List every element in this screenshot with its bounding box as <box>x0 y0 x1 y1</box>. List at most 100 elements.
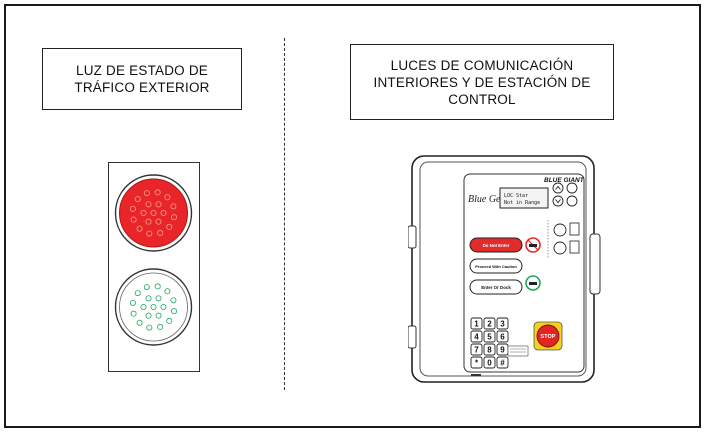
led-dot <box>155 201 162 208</box>
led-dot <box>145 218 152 225</box>
led-dot <box>154 189 161 196</box>
forklift-glyph-green <box>529 282 537 285</box>
exterior-label-line-1: LUZ DE ESTADO DE <box>76 63 208 78</box>
diagram-frame <box>4 4 701 428</box>
led-dot <box>136 225 143 232</box>
brand-logo: BLUE GIANT <box>544 177 585 184</box>
keypad-key[interactable] <box>496 330 509 343</box>
led-dot <box>170 297 177 304</box>
led-dot <box>166 317 173 324</box>
latch <box>589 233 601 295</box>
led-dot <box>166 223 173 230</box>
open-door-button[interactable] <box>553 223 567 237</box>
up-arrow-button[interactable] <box>552 182 564 194</box>
led-dot <box>145 295 152 302</box>
down-arrow-icon <box>555 199 561 204</box>
keypad-key-label: 7 <box>474 346 479 355</box>
led-dot <box>143 284 150 291</box>
exterior-label-line-2: TRÁFICO EXTERIOR <box>74 80 210 95</box>
led-dot <box>145 312 152 319</box>
keypad-key-label: 2 <box>487 320 492 329</box>
keypad-key-label: 8 <box>487 346 492 355</box>
lcd-line-1: LOC Star <box>504 193 528 199</box>
led-dot <box>164 288 171 295</box>
led-dot <box>157 323 164 330</box>
led-dot <box>134 196 141 203</box>
menu-button[interactable] <box>566 182 578 194</box>
dashed-divider <box>284 38 285 390</box>
led-dot <box>134 290 141 297</box>
keypad-key[interactable] <box>470 356 483 369</box>
led-dot <box>140 303 147 310</box>
led-dot <box>160 303 167 310</box>
led-dot <box>171 308 178 315</box>
keypad-key-label: 5 <box>487 333 492 342</box>
led-dot <box>143 190 150 197</box>
keypad-key[interactable] <box>496 317 509 330</box>
stop-label: STOP <box>541 334 556 340</box>
led-dot <box>155 312 162 319</box>
keypad-key-label: 3 <box>500 320 505 329</box>
door-open-icon <box>569 222 580 236</box>
led-dot <box>136 319 143 326</box>
led-dot <box>160 210 167 217</box>
led-dot <box>170 203 177 210</box>
led-dot <box>150 210 157 217</box>
led-dot <box>154 283 161 290</box>
control-station-drawing: Blue Genius BLUE GIANT LOC Star Not in R… <box>408 155 601 383</box>
lcd-display <box>499 187 549 209</box>
led-dot <box>157 229 164 236</box>
hinge-top <box>408 225 417 249</box>
do-not-enter-label: Do Not Enter <box>483 243 510 248</box>
keypad-key[interactable] <box>483 317 496 330</box>
red-lamp <box>119 178 188 248</box>
keypad-key-label: * <box>475 359 479 368</box>
keypad-key[interactable] <box>470 330 483 343</box>
led-dot <box>130 310 137 317</box>
close-door-button[interactable] <box>553 241 567 255</box>
proceed-with-caution-label: Proceed With Caution <box>475 264 517 269</box>
interior-label-line-1: LUCES DE COMUNICACIÓN <box>390 57 574 73</box>
traffic-light <box>108 162 200 372</box>
red-led-group <box>129 189 178 237</box>
keypad-key-label: # <box>500 359 505 368</box>
keypad-key-label: 9 <box>500 346 505 355</box>
up-arrow-icon <box>555 185 561 190</box>
door-close-icon <box>569 240 580 254</box>
interior-lights-label: LUCES DE COMUNICACIÓN INTERIORES Y DE ES… <box>350 44 614 120</box>
proceed-with-caution-button[interactable] <box>469 258 523 274</box>
model-label <box>471 374 481 376</box>
led-dot <box>155 218 162 225</box>
interior-label-line-2: INTERIORES Y DE ESTACIÓN DE <box>373 74 591 90</box>
enter-or-dock-label: Enter Or Dock <box>481 285 511 290</box>
enter-button[interactable] <box>566 195 578 207</box>
led-dot <box>140 210 147 217</box>
led-dot <box>129 205 136 212</box>
led-dot <box>164 194 171 201</box>
led-dot <box>146 324 153 331</box>
keypad-key-label: 1 <box>474 320 479 329</box>
keypad-key[interactable] <box>483 356 496 369</box>
keypad-key[interactable] <box>496 356 509 369</box>
keypad-key[interactable] <box>483 343 496 356</box>
warning-label <box>507 345 529 357</box>
logo-script: Blue Genius <box>468 194 517 205</box>
do-not-enter-button[interactable] <box>469 237 523 253</box>
led-dot <box>129 299 136 306</box>
keypad-key[interactable] <box>470 317 483 330</box>
control-station: Blue Genius BLUE GIANT LOC Star Not in R… <box>408 150 608 390</box>
traffic-light-drawing <box>114 174 193 346</box>
led-dot <box>145 201 152 208</box>
keypad-key-label: 6 <box>500 333 505 342</box>
enter-or-dock-button[interactable] <box>469 279 523 295</box>
keypad-key[interactable] <box>470 343 483 356</box>
keypad-key-label: 0 <box>487 359 492 368</box>
stop-button[interactable] <box>536 324 560 348</box>
green-led-group <box>129 283 178 331</box>
led-dot <box>146 230 153 237</box>
keypad-key[interactable] <box>483 330 496 343</box>
led-dot <box>171 214 178 221</box>
down-arrow-button[interactable] <box>552 195 564 207</box>
keypad-key-label: 4 <box>474 333 479 342</box>
